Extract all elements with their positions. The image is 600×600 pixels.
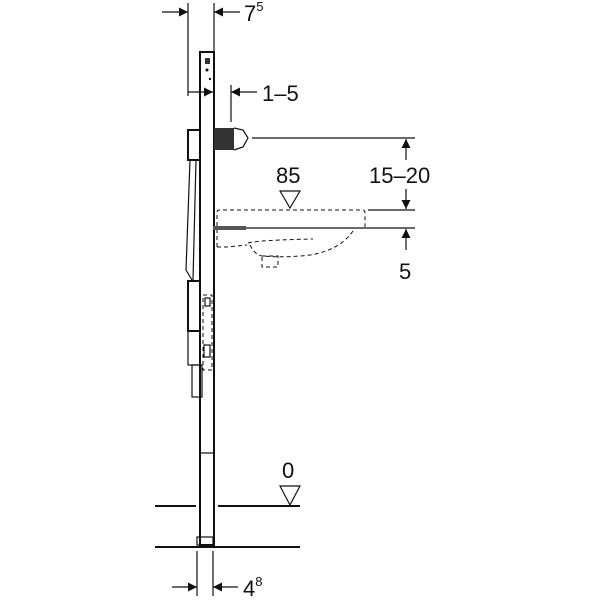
- dimension-bottom-depth: 48: [172, 551, 262, 600]
- supply-pipe: [185, 129, 203, 398]
- dim-label-top-depth: 75: [244, 0, 263, 26]
- dim-label-tap-offset: 1–5: [262, 81, 299, 106]
- tap-connector: [214, 127, 415, 151]
- dimension-bolt-offset: 5: [399, 229, 411, 284]
- level-label-basin: 85: [276, 163, 300, 188]
- level-label-floor: 0: [282, 458, 294, 483]
- floor-level: 0: [155, 458, 301, 548]
- fixing-bolt: [213, 226, 246, 230]
- dimension-tap-height: 15–20: [369, 139, 430, 209]
- level-marker-basin: 85: [276, 163, 302, 210]
- dim-label-bottom-depth: 48: [243, 574, 262, 600]
- washbasin-outline: [213, 209, 415, 268]
- dimension-tap-offset: 1–5: [188, 81, 299, 122]
- dim-label-tap-height: 15–20: [369, 163, 430, 188]
- dimension-top-depth: 75: [162, 0, 263, 96]
- dim-label-bolt-offset: 5: [399, 259, 411, 284]
